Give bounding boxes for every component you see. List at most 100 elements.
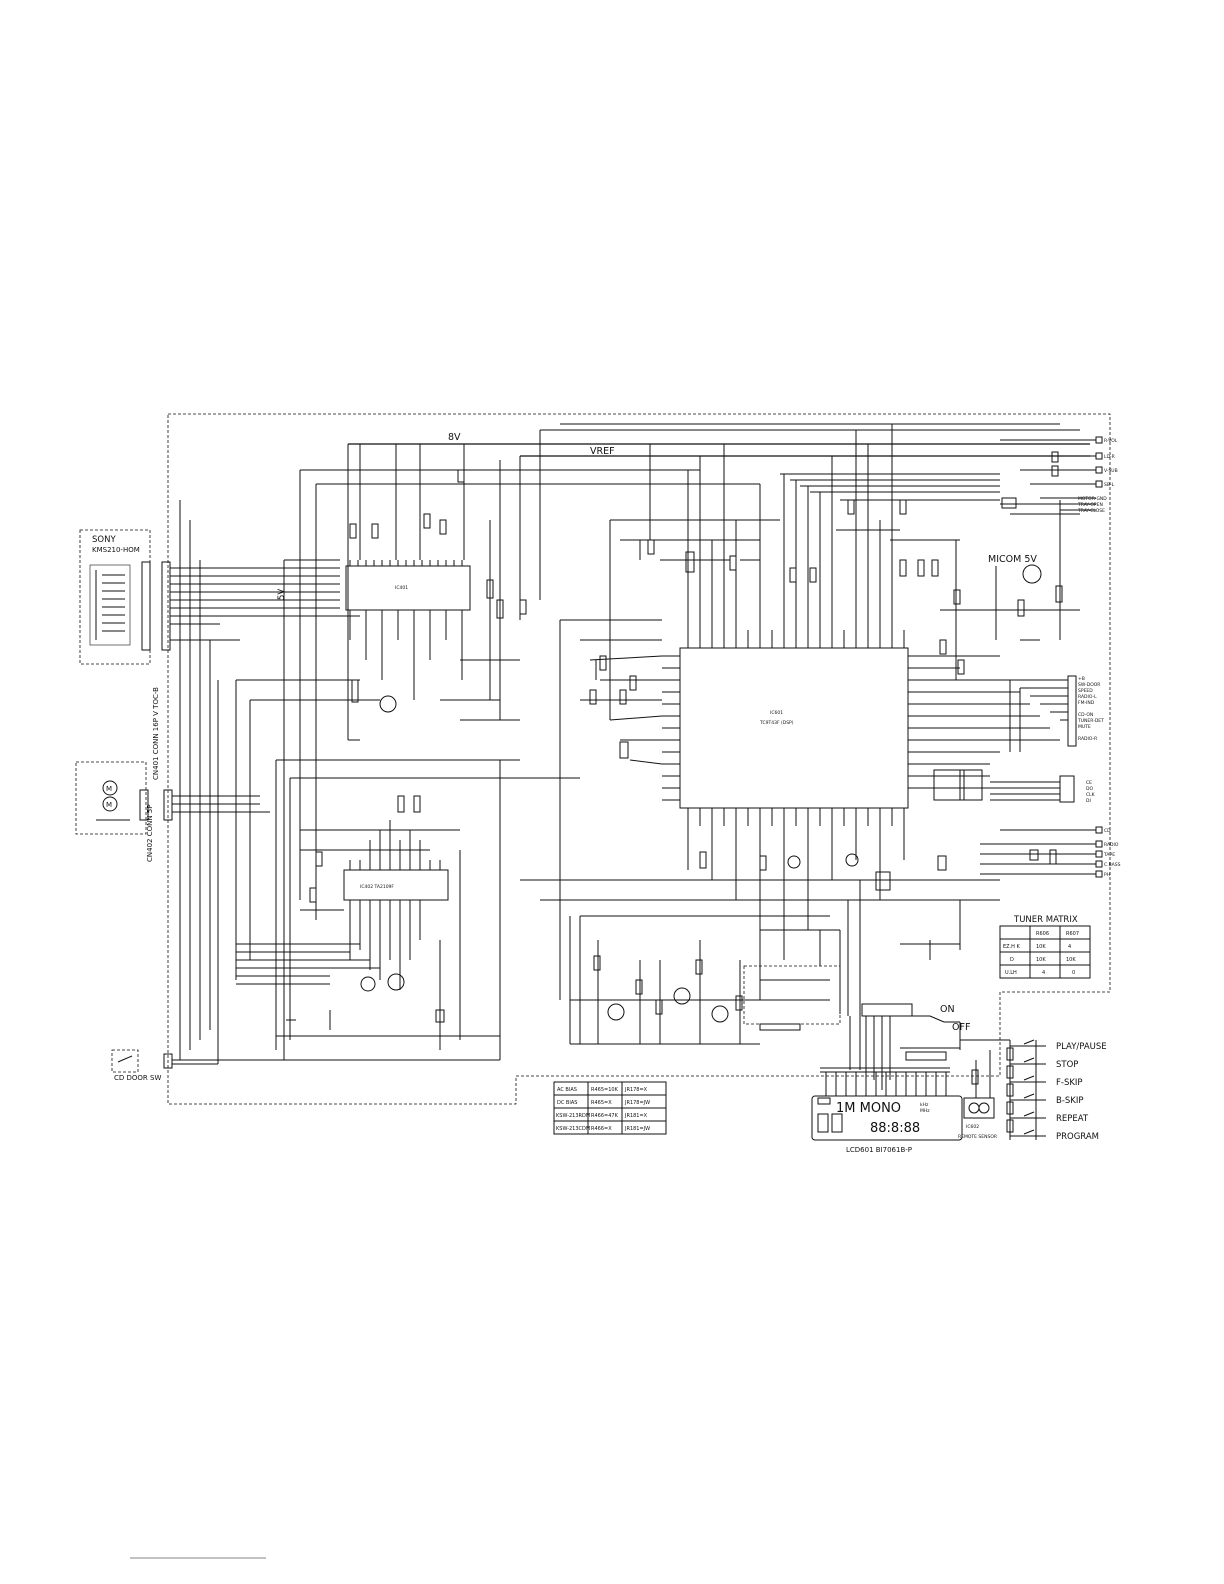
tuner-cell: U.LH [1005,970,1017,976]
conn-ld-r: LD-R [1104,454,1115,460]
tuner-cell: 10K [1036,944,1046,950]
ic601-left-pins [662,655,680,801]
sony-part: KMS210-HOM [92,546,140,554]
key-f-skip: F-SKIP [1056,1078,1083,1088]
bias-cell: KSW-213RDM [556,1113,590,1119]
ic601-top-pins [687,630,905,648]
ic402-block: IC402 TA2109F [236,759,580,1060]
outer-frame [167,413,1111,1105]
conn-radio-l: RADIO-L [1078,694,1097,700]
conn-sw-door: SW-DOOR [1078,682,1100,688]
svg-text:M: M [106,785,112,793]
key-repeat: REPEAT [1056,1114,1089,1124]
key-stop: STOP [1056,1060,1078,1070]
svg-text:M: M [106,801,112,809]
off-label: OFF [952,1022,970,1033]
key-b-skip: B-SKIP [1056,1096,1084,1106]
on-label: ON [940,1004,955,1015]
cn401-label: CN401 CONN 16P V TOC-B [152,687,160,780]
cd-door-label: CD DOOR SW [114,1074,161,1082]
bias-table: AC BIAS R465=10K JR178=X DC BIAS R465=X … [553,1081,667,1135]
misc-components [457,469,1000,691]
bias-cell: JR178=JW [624,1100,650,1106]
sony-pickup-block: SONY KMS210-HOM [79,529,171,665]
tuner-cell: 4 [1068,944,1071,950]
conn-b-plus: +B [1078,676,1085,682]
micom-5v-block: MICOM 5V [988,500,1080,641]
ic601-part: TC9T43F (DSP) [759,720,794,726]
right-connectors: R-VOL LD-R V-SUB SB-L MOTOR-GND TRAY-OPE… [980,436,1121,878]
conn-di: DI [1086,798,1091,804]
tuner-header-r606: R606 [1036,931,1049,937]
conn-do: DO [1086,786,1093,792]
bias-cell: KSW-213CDM [556,1126,590,1132]
micom-5v-label: MICOM 5V [988,554,1037,565]
tuner-header-r607: R607 [1066,931,1079,937]
bias-cell: R466=47K [591,1113,619,1119]
bias-cell: AC BIAS [557,1087,577,1093]
rail-8v-label: 8V [448,432,461,443]
conn-ph: PH [1104,872,1110,878]
conn-r-vol: R-VOL [1104,438,1118,444]
tuner-cell: 0 [1072,970,1075,976]
bias-cell: JR181=JW [624,1126,650,1132]
motor-block: M M [75,761,173,835]
conn-sb-l: SB-L [1104,482,1115,488]
tuner-cell: D [1010,957,1014,963]
conn-radio-r: RADIO-R [1078,736,1097,742]
conn-c-bass: C.BASS [1104,862,1121,868]
tuner-cell: 4 [1042,970,1045,976]
front-panel: ON OFF [820,1003,970,1096]
ic601-block: IC601 TC9T43F (DSP) [559,424,1060,1000]
ic601-right-pins [908,655,926,789]
cd-door-switch: CD DOOR SW [111,1049,173,1082]
rail-vref-label: VREF [590,446,615,457]
conn-motor-gnd: MOTOR-GND [1078,496,1107,502]
lcd-label: LCD601 BI7061B-P [846,1146,912,1154]
left-bus [170,500,500,1065]
lcd-digits: 88:8:88 [870,1121,920,1136]
tuner-matrix-title: TUNER MATRIX [1013,915,1078,925]
power-rails: 8V VREF 5V [277,423,1090,1060]
ic602-label: IC602 [966,1124,979,1130]
ic402-label: IC402 TA2109F [360,884,394,890]
conn-tray-open: TRAY-OPEN [1077,502,1103,508]
tuner-cell: 10K [1036,957,1046,963]
conn-tuner-det: TUNER-DET [1077,718,1104,724]
bias-cell: JR181=X [624,1113,648,1119]
conn-speed: SPEED [1078,688,1093,694]
bias-cell: DC BIAS [557,1100,577,1106]
lcd-unit-khz: kHz [920,1102,929,1108]
ic401-block: IC401 [235,460,520,980]
bias-cell: R466=X [591,1126,612,1132]
lcd-display: 1M MONO 88:8:88 kHz MHz LCD601 BI7061B-P [811,1095,963,1154]
key-play-pause: PLAY/PAUSE [1056,1042,1107,1052]
ic601-bottom-pins [687,808,905,826]
conn-ce: CE [1086,780,1092,786]
remote-sensor: IC602 REMOTE SENSOR [958,1050,997,1140]
conn-cd-on: CD-ON [1078,712,1093,718]
lcd-indicators: 1M MONO [836,1101,901,1116]
bias-cell: R465=10K [591,1087,619,1093]
ic601-label: IC601 [770,710,783,716]
conn-radio: RADIO [1104,842,1119,848]
bias-cell: R465=X [591,1100,612,1106]
cn402-label: CN402 CONN 5P [146,805,154,862]
conn-mute: MUTE [1078,724,1091,730]
remote-sensor-label: REMOTE SENSOR [958,1134,997,1140]
ic401-label: IC401 [395,585,408,591]
sony-title: SONY [92,535,116,545]
rail-5v-label: 5V [277,589,287,600]
conn-clk: CLK [1086,792,1096,798]
conn-tape: TAPE [1103,852,1115,858]
conn-tray-close: TRAY-CLOSE [1077,508,1105,514]
conn-fm-ind: FM-IND [1078,700,1095,706]
key-program: PROGRAM [1056,1132,1099,1142]
lcd-unit-mhz: MHz [920,1108,930,1114]
conn-cd: CD [1104,828,1111,834]
lower-middle-circuit [520,851,1000,1045]
tuner-cell: 10K [1066,957,1076,963]
key-switch-ladder: PLAY/PAUSE STOP F-SKIP B-SKIP REPEAT PRO… [960,1039,1107,1142]
